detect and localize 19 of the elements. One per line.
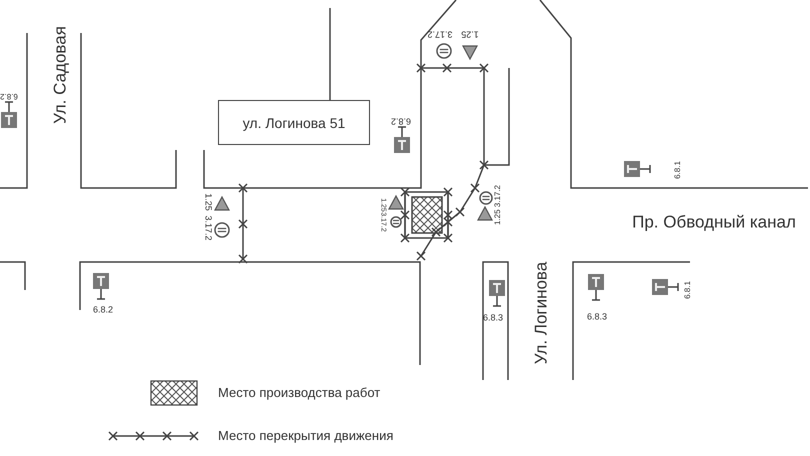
sign-code: 3.17.2 (427, 30, 453, 38)
legend-text: Место производства работ (218, 385, 380, 400)
sign-code: 1.25 (204, 193, 212, 211)
sign-code: 1.25 3.17.2 (494, 184, 502, 226)
street-name: Пр. Обводный канал (632, 214, 796, 230)
legend-text: Место перекрытия движения (218, 428, 394, 443)
sign-code: 6.8.3 (586, 312, 608, 322)
sign-code: 6.8.1 (674, 161, 682, 179)
sign-code: 6.8.2 (0, 92, 18, 100)
street-name: Ул. Садовая (52, 26, 68, 124)
sign-code: 1.25 (461, 30, 479, 38)
sign-code: 6.8.2 (92, 306, 114, 314)
building-box (218, 100, 370, 145)
street-name: Ул. Логинова (532, 262, 550, 364)
sign-code: 6.8.3 (482, 314, 504, 322)
sign-code: 6.8.1 (684, 281, 692, 299)
sign-code: 3.17.2 (204, 215, 212, 241)
building-address: ул. Логинова 51 (242, 114, 346, 130)
sign-code: 6.8.2 (390, 116, 412, 126)
